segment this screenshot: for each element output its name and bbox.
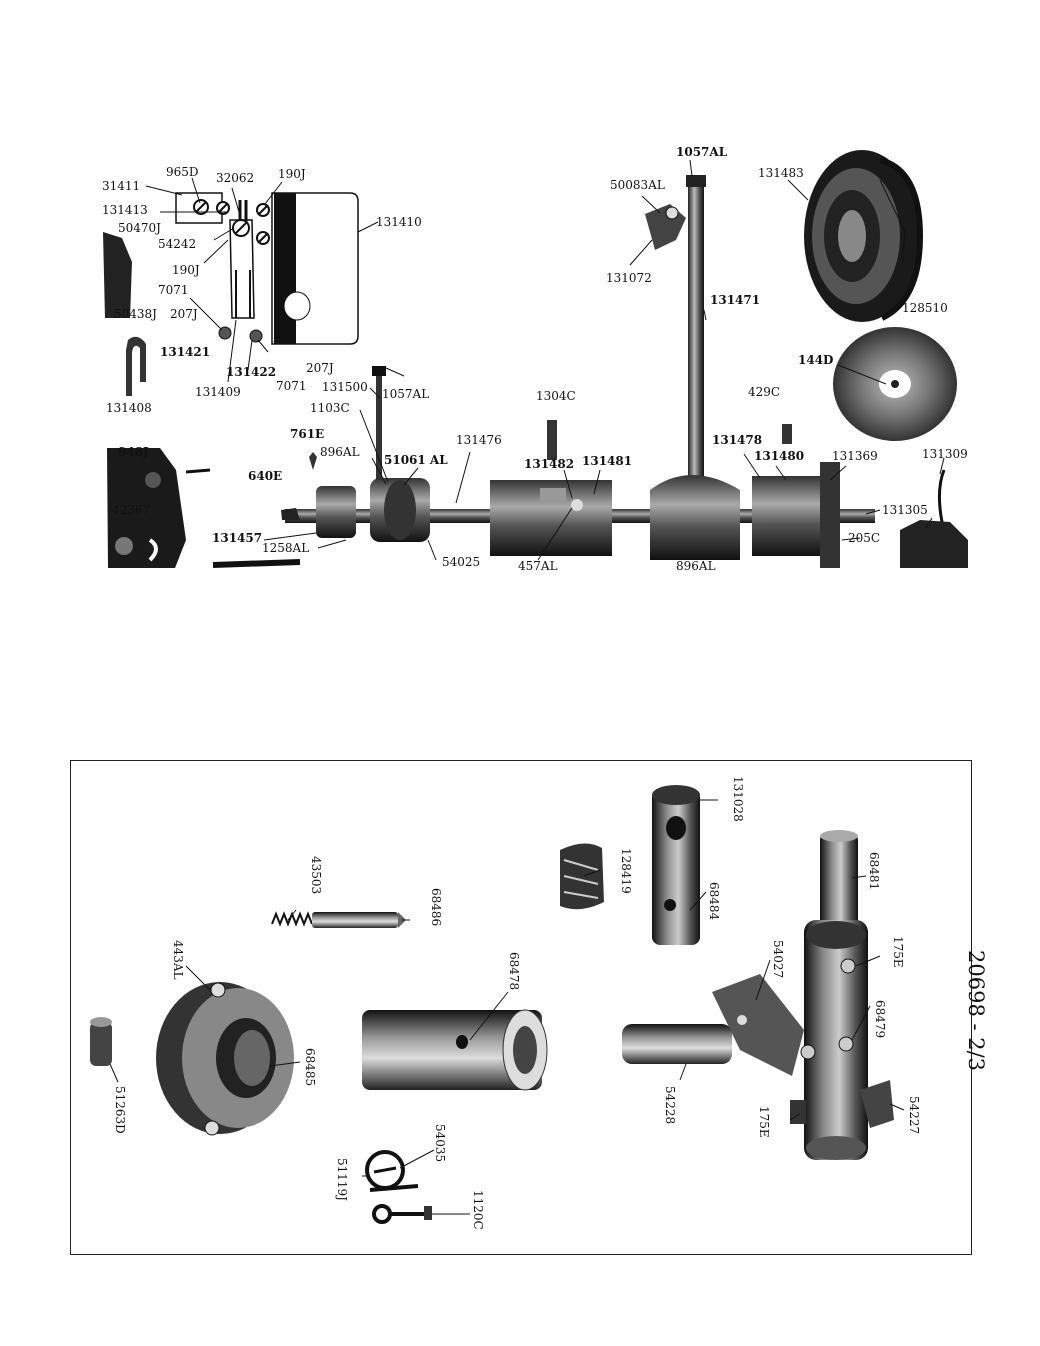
label-131480: 131480 — [754, 449, 805, 463]
label-131422: 131422 — [226, 365, 277, 379]
oiler-131305 — [900, 520, 968, 568]
label-131410: 131410 — [376, 215, 422, 229]
label-1057al-b: 1057AL — [676, 145, 728, 159]
lower-figure-frame — [70, 760, 972, 1255]
part-68484 — [652, 790, 700, 945]
label-7071-b: 7071 — [276, 379, 307, 393]
label-1304c: 1304C — [536, 389, 576, 403]
label-54228: 54228 — [663, 1086, 677, 1125]
label-948j: 948J — [118, 445, 149, 459]
label-207j-b: 207J — [306, 361, 334, 375]
bracket-fragment — [103, 232, 132, 318]
label-131476: 131476 — [456, 433, 502, 447]
label-131072: 131072 — [606, 271, 652, 285]
part-54027 — [712, 974, 804, 1076]
part-51263d — [90, 1022, 112, 1066]
label-42367: 42367 — [112, 503, 151, 517]
label-131471: 131471 — [710, 293, 761, 307]
part-54227 — [860, 1080, 894, 1128]
label-54242: 54242 — [158, 237, 197, 251]
part-68479 — [804, 920, 868, 1160]
spring-43503 — [271, 911, 313, 927]
label-51263d: 51263D — [113, 1086, 127, 1134]
label-457al: 457AL — [518, 559, 558, 573]
label-50438j: 50438J — [114, 307, 157, 321]
label-1258al: 1258AL — [262, 541, 310, 555]
label-68485: 68485 — [303, 1048, 317, 1087]
label-7071-a: 7071 — [158, 283, 189, 297]
label-68486: 68486 — [429, 888, 443, 927]
label-50083al: 50083AL — [610, 178, 665, 192]
label-54025: 54025 — [442, 555, 481, 569]
hanger-bracket — [650, 475, 740, 560]
label-207j-a: 207J — [170, 307, 198, 321]
label-43503: 43503 — [309, 856, 323, 895]
plate-number: 20698 - 2/3 — [964, 950, 988, 1072]
label-68484: 68484 — [707, 882, 721, 921]
label-131369: 131369 — [832, 449, 878, 463]
label-896al-b: 896AL — [676, 559, 716, 573]
collar-131457 — [316, 486, 356, 538]
label-131481: 131481 — [582, 454, 633, 468]
label-144d: 144D — [798, 353, 834, 367]
label-54035: 54035 — [433, 1124, 447, 1163]
label-131409: 131409 — [195, 385, 241, 399]
label-32062: 32062 — [216, 171, 255, 185]
bent-clip — [126, 336, 146, 396]
part-68478 — [362, 1010, 542, 1090]
label-205c: 205C — [848, 531, 881, 545]
label-131028: 131028 — [731, 776, 745, 822]
pin-68486 — [312, 912, 398, 928]
label-896al: 896AL — [320, 445, 360, 459]
label-640e: 640E — [248, 469, 283, 483]
label-131483: 131483 — [758, 166, 804, 180]
part-54228 — [622, 1024, 732, 1064]
label-128419: 128419 — [619, 848, 633, 894]
label-128510: 128510 — [902, 301, 948, 315]
label-429c: 429C — [748, 385, 781, 399]
label-175e-a: 175E — [891, 936, 905, 968]
label-190j: 190J — [172, 263, 200, 277]
label-443al: 443AL — [171, 940, 185, 980]
label-131408: 131408 — [106, 401, 152, 415]
rod-131471 — [688, 185, 704, 485]
label-131413: 131413 — [102, 203, 148, 217]
label-68478: 68478 — [507, 952, 521, 991]
label-51119j: 51119J — [335, 1158, 349, 1201]
label-131457: 131457 — [212, 531, 263, 545]
label-131478: 131478 — [712, 433, 763, 447]
label-190j-top: 190J — [278, 167, 306, 181]
label-1103c: 1103C — [310, 401, 350, 415]
label-131309: 131309 — [922, 447, 968, 461]
label-131500: 131500 — [322, 380, 368, 394]
part-68481 — [820, 832, 858, 942]
label-51061al: 51061 AL — [384, 453, 448, 467]
label-131421: 131421 — [160, 345, 211, 359]
label-175e-b: 175E — [757, 1106, 771, 1138]
label-1057al-a: 1057AL — [382, 387, 430, 401]
flange-131369 — [820, 462, 840, 568]
label-68481: 68481 — [867, 852, 881, 891]
label-761e: 761E — [290, 427, 325, 441]
label-50470j: 50470J — [118, 221, 161, 235]
label-965d: 965D — [166, 165, 199, 179]
label-54027: 54027 — [771, 940, 785, 979]
label-31411: 31411 — [102, 179, 141, 193]
label-54227: 54227 — [907, 1096, 921, 1135]
label-68479: 68479 — [873, 1000, 887, 1039]
label-1120c: 1120C — [471, 1190, 485, 1230]
label-131482: 131482 — [524, 457, 575, 471]
plate-hole — [283, 291, 311, 321]
cylinder-131480 — [752, 476, 830, 556]
label-131305: 131305 — [882, 503, 928, 517]
